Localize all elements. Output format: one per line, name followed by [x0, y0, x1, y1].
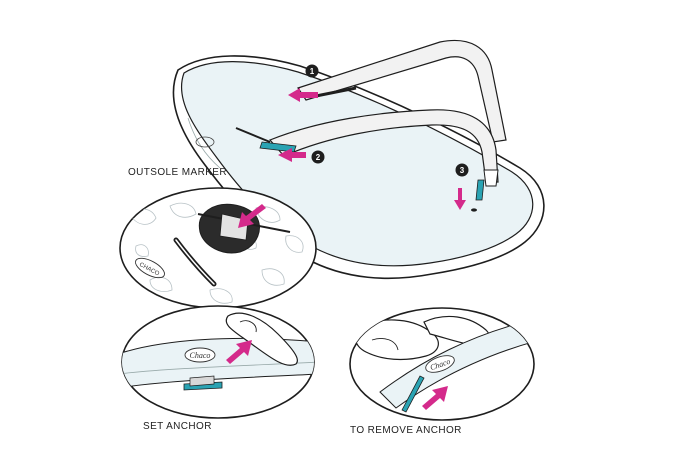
- set-anchor-logo-icon: Chaco: [185, 348, 215, 362]
- step-1-badge: 1: [306, 65, 319, 78]
- outsole-marker-label: OUTSOLE MARKER: [128, 167, 227, 178]
- svg-text:2: 2: [316, 153, 321, 162]
- step-2-badge: 2: [312, 151, 325, 164]
- set-anchor-label: SET ANCHOR: [143, 421, 212, 432]
- svg-text:3: 3: [460, 166, 465, 175]
- toe-post: [484, 170, 498, 186]
- set-anchor-detail: Chaco: [118, 306, 320, 418]
- step-3-badge: 3: [456, 164, 469, 177]
- anchor-3-hole: [471, 208, 477, 211]
- svg-text:Chaco: Chaco: [190, 351, 211, 360]
- outsole-marker-detail: CHACO: [120, 188, 316, 308]
- svg-text:1: 1: [310, 67, 315, 76]
- remove-anchor-detail: Chaco: [350, 308, 540, 420]
- to-remove-anchor-label: TO REMOVE ANCHOR: [350, 425, 462, 436]
